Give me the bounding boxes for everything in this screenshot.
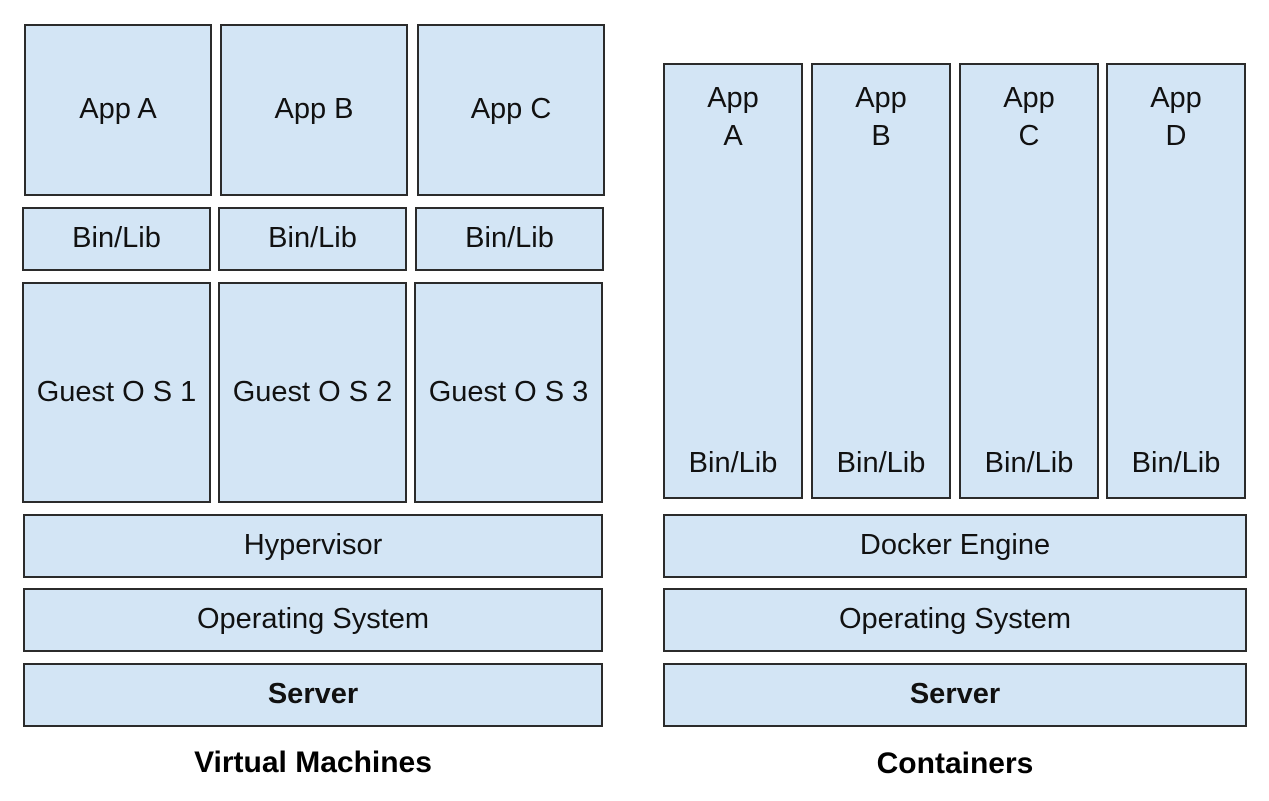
container-app-c: App C — [1003, 82, 1055, 153]
containers-docker-engine: Docker Engine — [663, 514, 1247, 578]
container-bin-lib-b: Bin/Lib — [836, 447, 926, 480]
vm-app-a: App A — [24, 24, 212, 196]
container-bin-lib-c: Bin/Lib — [984, 447, 1074, 480]
container-bin-lib-d: Bin/Lib — [1131, 447, 1221, 480]
vm-caption: Virtual Machines — [194, 746, 432, 779]
vm-app-b: App B — [220, 24, 408, 196]
vm-bin-lib-2: Bin/Lib — [218, 207, 407, 271]
container-app-b: App B — [855, 82, 907, 153]
container-column-a: App A Bin/Lib — [663, 63, 803, 499]
vm-guest-os-2: Guest O S 2 — [218, 282, 407, 503]
vm-bin-lib-3: Bin/Lib — [415, 207, 604, 271]
containers-caption: Containers — [876, 747, 1034, 780]
container-column-d: App D Bin/Lib — [1106, 63, 1246, 499]
container-app-a: App A — [707, 82, 759, 153]
containers-server: Server — [663, 663, 1247, 727]
vm-server: Server — [23, 663, 603, 727]
container-column-b: App B Bin/Lib — [811, 63, 951, 499]
container-app-d: App D — [1150, 82, 1202, 153]
vm-bin-lib-1: Bin/Lib — [22, 207, 211, 271]
vm-hypervisor: Hypervisor — [23, 514, 603, 578]
containers-operating-system: Operating System — [663, 588, 1247, 652]
container-bin-lib-a: Bin/Lib — [688, 447, 778, 480]
vm-guest-os-1: Guest O S 1 — [22, 282, 211, 503]
vm-operating-system: Operating System — [23, 588, 603, 652]
vm-app-c: App C — [417, 24, 605, 196]
vm-guest-os-3: Guest O S 3 — [414, 282, 603, 503]
container-column-c: App C Bin/Lib — [959, 63, 1099, 499]
